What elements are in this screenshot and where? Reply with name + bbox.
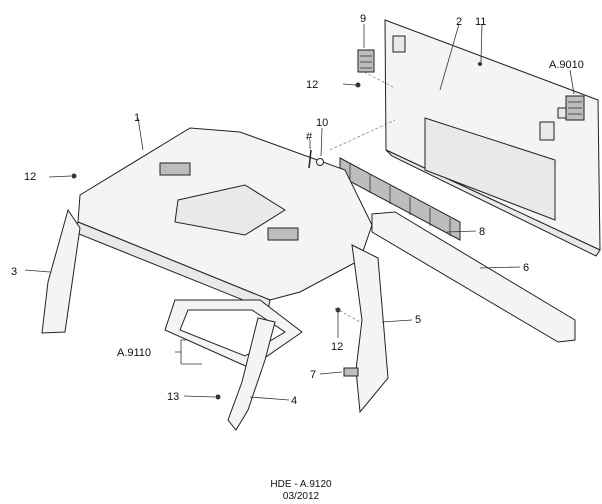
mesh-grille-part-8 [339, 157, 461, 241]
label-hash: # [306, 131, 313, 143]
frame-a9110 [164, 299, 303, 369]
leader-lines [24, 23, 575, 401]
label-part-11: 11 [475, 16, 486, 28]
label-part-7: 7 [310, 369, 316, 381]
label-part-8: 8 [479, 226, 485, 238]
pillar-part-4 [227, 317, 276, 431]
rear-panel-part-2 [384, 19, 601, 257]
label-ref-a9110: A.9110 [117, 347, 151, 359]
rail-part-6 [371, 211, 576, 343]
label-part-12-top: 12 [306, 79, 318, 91]
screw-11 [478, 62, 482, 66]
screw-12-mid [335, 307, 341, 313]
label-part-12-mid: 12 [331, 341, 343, 353]
label-part-2: 2 [456, 16, 462, 28]
label-part-6: 6 [523, 262, 529, 274]
label-part-1: 1 [134, 112, 140, 124]
label-part-5: 5 [415, 314, 421, 326]
hidden-lines [329, 71, 396, 323]
footer: HDE - A.9120 03/2012 [270, 479, 332, 502]
vent-grille-a9010 [557, 95, 585, 121]
roof-headliner-part-1 [73, 127, 373, 311]
vent-grille-part-9 [357, 49, 375, 73]
screw-12-left [71, 173, 77, 179]
label-part-13: 13 [167, 391, 179, 403]
label-part-12-left: 12 [24, 171, 36, 183]
footer-date: 03/2012 [283, 491, 320, 502]
pillar-part-3 [41, 208, 81, 334]
clip-part-7 [343, 367, 359, 377]
label-part-3: 3 [11, 266, 17, 278]
part-labels: 1 2 3 4 5 6 7 8 9 10 11 12 12 12 13 # A.… [11, 13, 584, 407]
pillar-part-5 [351, 244, 389, 414]
screw-13 [215, 394, 221, 400]
label-part-9: 9 [360, 13, 366, 25]
label-part-4: 4 [291, 395, 297, 407]
label-ref-a9010: A.9010 [549, 59, 584, 71]
footer-code: HDE - A.9120 [270, 479, 332, 490]
fasteners [71, 62, 482, 400]
bolt-hash [308, 149, 312, 169]
washer-10 [316, 158, 324, 166]
screw-12-top [355, 82, 361, 88]
label-part-10: 10 [316, 117, 328, 129]
